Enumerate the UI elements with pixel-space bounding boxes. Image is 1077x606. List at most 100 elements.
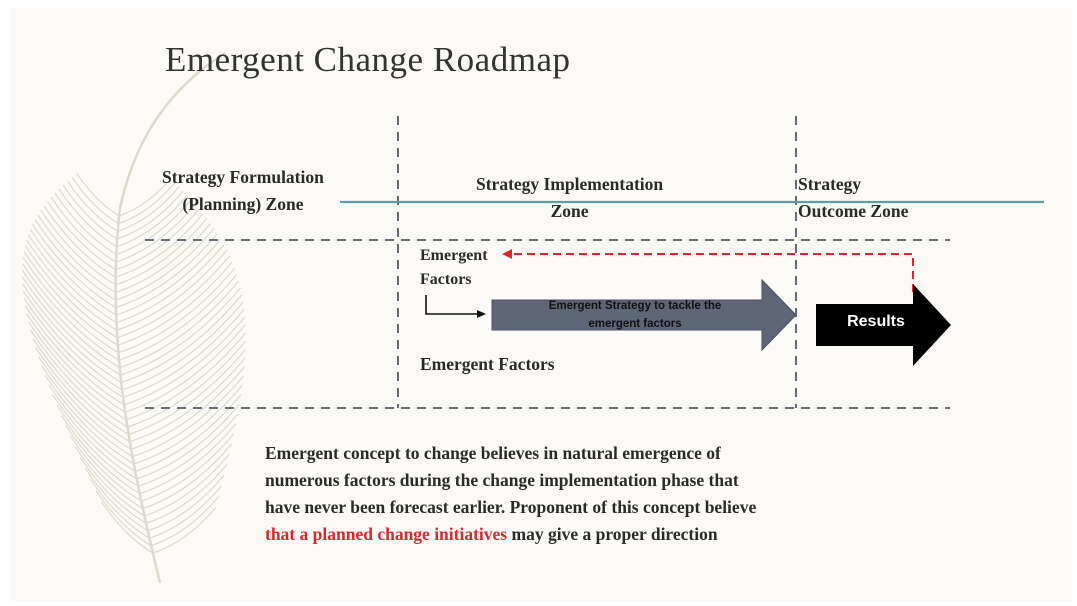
feather-barb	[121, 294, 243, 384]
feather-barb	[122, 309, 245, 398]
feather-barb	[152, 506, 217, 554]
feather-barb	[22, 283, 122, 384]
feather-barb	[54, 192, 117, 255]
feather-barb	[24, 305, 125, 406]
feather-barb	[22, 290, 123, 391]
feather-barb	[43, 205, 116, 278]
feather-barb	[116, 249, 228, 331]
feather-barb	[60, 414, 141, 495]
feather-barb	[138, 413, 239, 487]
feather-barb	[23, 298, 124, 398]
body-paragraph: Emergent concept to change believes in n…	[265, 440, 756, 548]
body-highlight-red: that a planned change initiatives	[265, 524, 508, 544]
results-arrow-shape	[816, 284, 951, 366]
feather-barb	[50, 196, 117, 263]
feather-barb	[28, 321, 127, 421]
feather-barb	[76, 172, 120, 217]
feather-barb	[120, 287, 241, 376]
feather-barb	[22, 263, 120, 361]
feather-barb	[128, 349, 246, 436]
elbow-arrowhead	[477, 310, 486, 318]
feather-barb	[74, 446, 145, 517]
feather-barb	[21, 276, 121, 376]
feather-barb	[147, 474, 225, 532]
emergent-factors-bottom-label: Emergent Factors	[420, 354, 555, 374]
feather-barb	[69, 435, 144, 509]
strategy-arrow-label: Emergent Strategy to tackle the emergent…	[548, 300, 722, 330]
formulation-zone-label: Strategy Formulation (Planning) Zone	[162, 167, 324, 214]
results-arrow-label: Results	[847, 313, 905, 330]
feather-barb	[149, 485, 222, 539]
feather-barb	[22, 257, 119, 354]
feather-barb	[115, 218, 208, 286]
feather-barb	[115, 208, 200, 271]
feather-barb	[90, 478, 150, 539]
feather-barb	[62, 184, 118, 240]
feather-barb	[115, 228, 215, 301]
feather-barb	[130, 366, 245, 450]
feather-barb	[58, 188, 117, 248]
feather-barb	[118, 177, 172, 217]
implementation-zone-label: Strategy Implementation Zone	[476, 174, 664, 221]
feather-barb	[40, 209, 116, 286]
feather-barb	[79, 457, 147, 524]
feather-barb	[100, 501, 154, 554]
feather-barb	[46, 201, 117, 271]
feather-barb	[44, 374, 135, 465]
feather-barb	[24, 245, 118, 339]
feather-barb	[119, 280, 240, 369]
emergent-factors-small-label: Emergent Factors	[420, 247, 488, 288]
body-line-2: numerous factors during the change imple…	[265, 470, 739, 490]
diagram-lines	[145, 116, 1044, 409]
feather-barb	[142, 443, 233, 510]
feather-barb	[124, 324, 246, 413]
feather-barb	[65, 425, 142, 502]
feather-barb	[117, 186, 180, 232]
feather-barb	[35, 347, 131, 443]
feather-barb	[23, 251, 119, 346]
feather-barb	[127, 340, 247, 428]
slide: Emergent Change Roadmap Strategy Formula…	[10, 8, 1072, 601]
feather-barb	[115, 204, 196, 263]
feedback-dashed-arrow	[510, 253, 914, 292]
feather-barb	[67, 180, 119, 232]
feather-barb	[95, 490, 152, 547]
feather-barb	[141, 433, 235, 502]
body-line-3: have never been forecast earlier. Propon…	[265, 497, 757, 517]
feather-barb	[135, 394, 242, 473]
feather-barb	[26, 239, 118, 331]
feather-barb	[118, 181, 176, 225]
feather-barb	[118, 267, 236, 354]
feather-barb	[32, 338, 129, 435]
feather-barb	[116, 199, 192, 255]
feather-barb	[123, 316, 246, 406]
feather-barb	[144, 453, 230, 517]
feather-barb	[71, 176, 119, 225]
page-title: Emergent Change Roadmap	[165, 40, 571, 79]
body-line-1: Emergent concept to change believes in n…	[265, 443, 721, 463]
feather-barb	[48, 384, 136, 472]
feather-barb	[84, 467, 149, 532]
feather-barb	[121, 301, 244, 391]
feather-barb	[145, 464, 228, 524]
feather-barb	[32, 224, 117, 309]
feather-barb	[116, 244, 225, 324]
body-line-4-rest: may give a proper direction	[507, 524, 718, 544]
feather-barb	[129, 357, 246, 443]
feather-barb	[115, 213, 204, 278]
body-line-4: that a planned change initiatives may gi…	[265, 521, 756, 548]
feather-barb	[133, 384, 243, 465]
feather-barb	[29, 229, 117, 316]
feather-barb	[21, 269, 120, 369]
feather-barb	[56, 404, 139, 487]
feather-barb	[115, 223, 211, 294]
feather-barb	[115, 238, 222, 316]
feather-barb	[27, 234, 117, 324]
feather-barb	[115, 233, 218, 309]
outcome-zone-label: Strategy Outcome Zone	[798, 174, 909, 221]
elbow-arrow	[425, 295, 480, 315]
feather-barb	[117, 255, 231, 339]
feather-barb	[41, 365, 133, 458]
feather-barb	[139, 423, 237, 495]
feather-decoration	[21, 51, 247, 584]
